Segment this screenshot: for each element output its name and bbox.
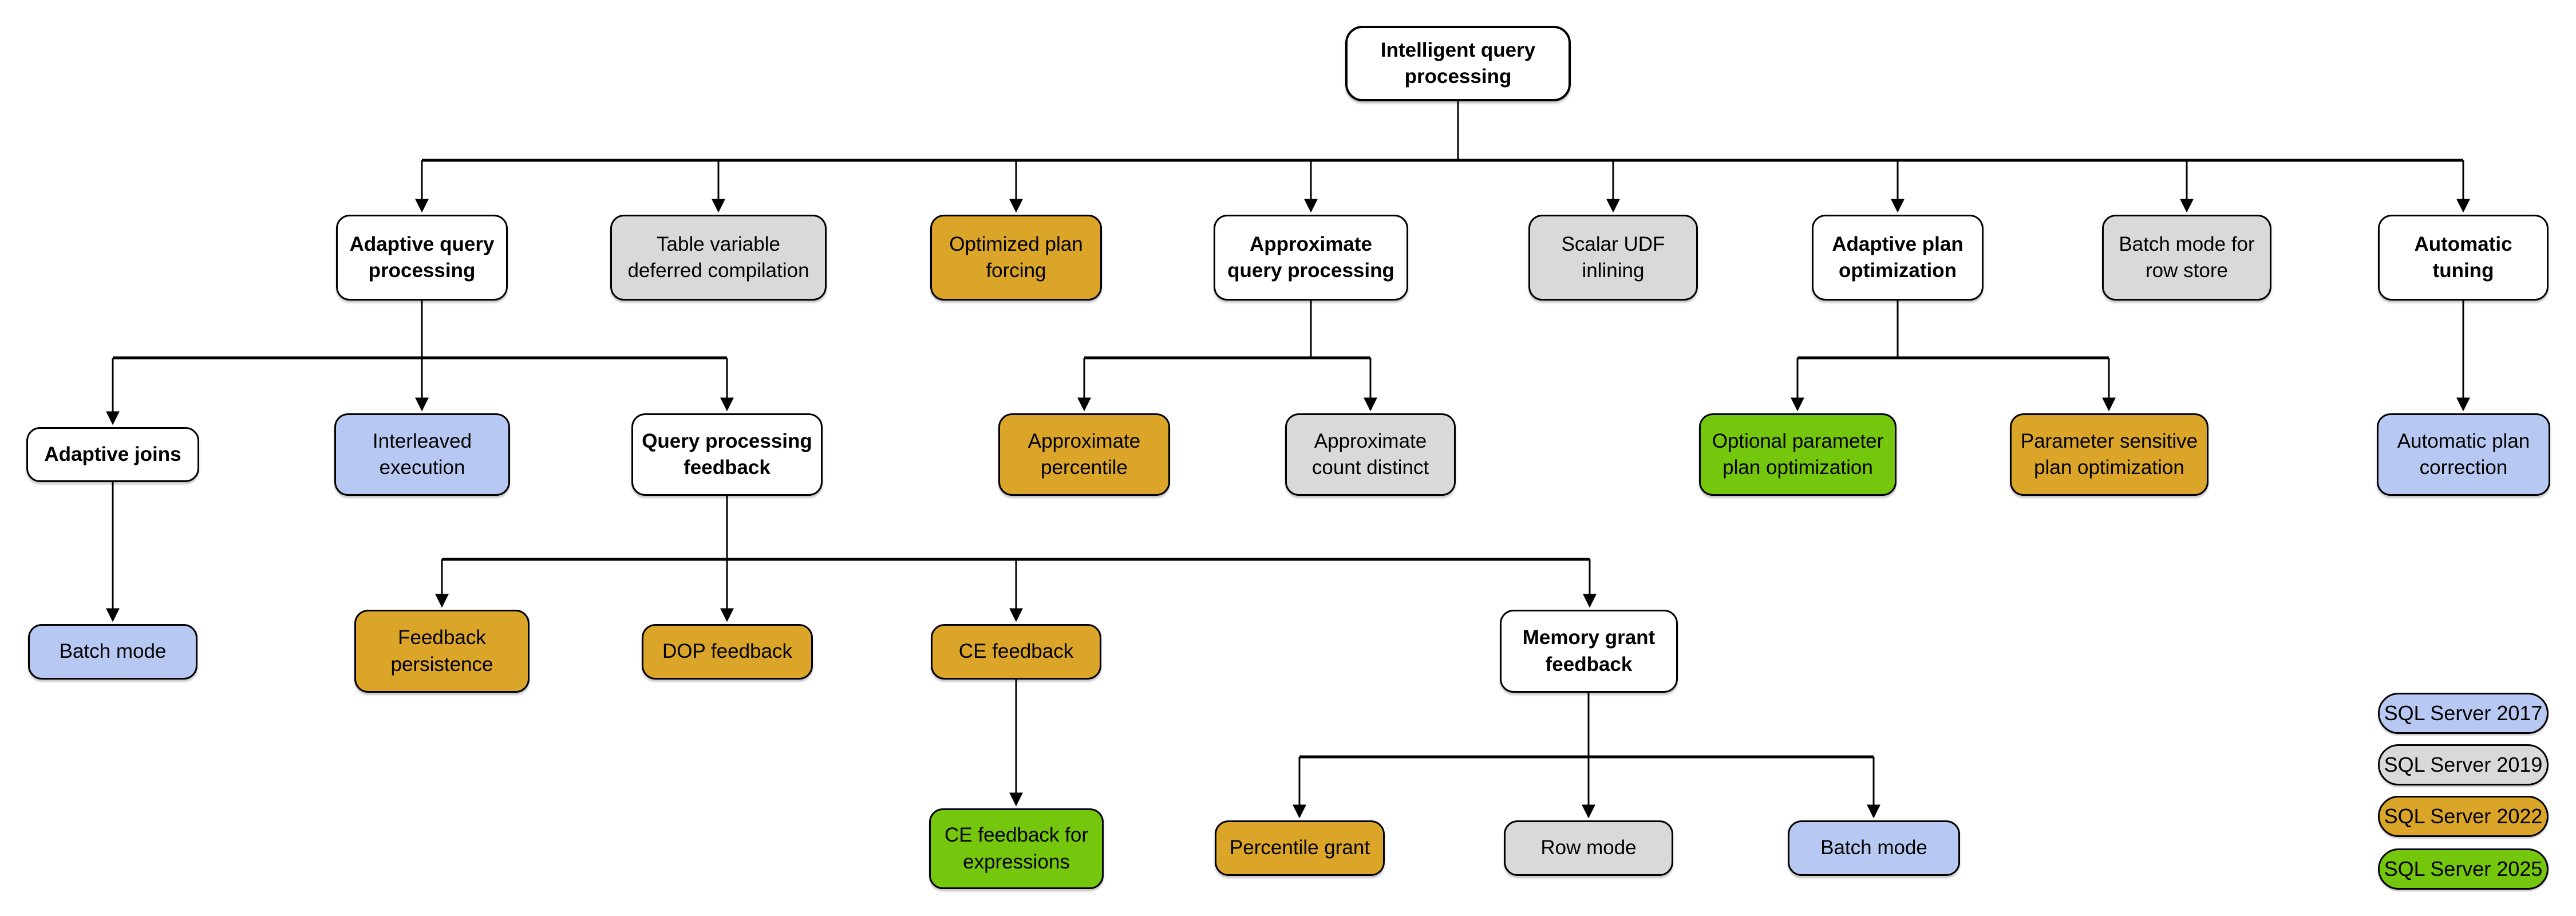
- node-table-variable-deferred-compilation: Table variable deferred compilation: [610, 215, 827, 301]
- node-adaptive-joins: Adaptive joins: [26, 427, 199, 482]
- node-optional-parameter-plan-optimization: Optional parameter plan optimization: [1699, 413, 1897, 496]
- legend-sql-server-2025: SQL Server 2025: [2378, 848, 2549, 890]
- node-dop-feedback: DOP feedback: [642, 624, 813, 680]
- node-row-mode: Row mode: [1504, 820, 1673, 876]
- node-scalar-udf-inlining: Scalar UDF inlining: [1528, 215, 1698, 301]
- node-percentile-grant: Percentile grant: [1215, 820, 1385, 876]
- node-approximate-count-distinct: Approximate count distinct: [1285, 413, 1456, 496]
- node-feedback-persistence: Feedback persistence: [354, 610, 530, 693]
- node-approximate-percentile: Approximate percentile: [998, 413, 1170, 496]
- node-automatic-tuning: Automatic tuning: [2378, 215, 2549, 301]
- node-automatic-plan-correction: Automatic plan correction: [2377, 413, 2550, 496]
- legend-sql-server-2017: SQL Server 2017: [2378, 693, 2549, 734]
- node-batch-mode-for-row-store: Batch mode for row store: [2102, 215, 2271, 301]
- node-approximate-query-processing: Approximate query processing: [1214, 215, 1408, 301]
- node-adaptive-plan-optimization: Adaptive plan optimization: [1812, 215, 1984, 301]
- node-ce-feedback-for-expressions: CE feedback for expressions: [929, 808, 1104, 889]
- legend-sql-server-2019: SQL Server 2019: [2378, 744, 2549, 785]
- node-query-processing-feedback: Query processing feedback: [631, 413, 823, 496]
- node-parameter-sensitive-plan-optimization: Parameter sensitive plan optimization: [2010, 413, 2208, 496]
- node-batch-mode-adaptive-joins: Batch mode: [28, 624, 197, 680]
- node-ce-feedback: CE feedback: [931, 624, 1101, 680]
- node-optimized-plan-forcing: Optimized plan forcing: [930, 215, 1102, 301]
- node-intelligent-query-processing: Intelligent query processing: [1345, 26, 1571, 101]
- node-memory-grant-feedback: Memory grant feedback: [1500, 610, 1678, 693]
- legend-sql-server-2022: SQL Server 2022: [2378, 796, 2549, 837]
- node-adaptive-query-processing: Adaptive query processing: [336, 215, 508, 301]
- node-batch-mode-memory-grant: Batch mode: [1788, 820, 1960, 876]
- node-interleaved-execution: Interleaved execution: [334, 413, 510, 496]
